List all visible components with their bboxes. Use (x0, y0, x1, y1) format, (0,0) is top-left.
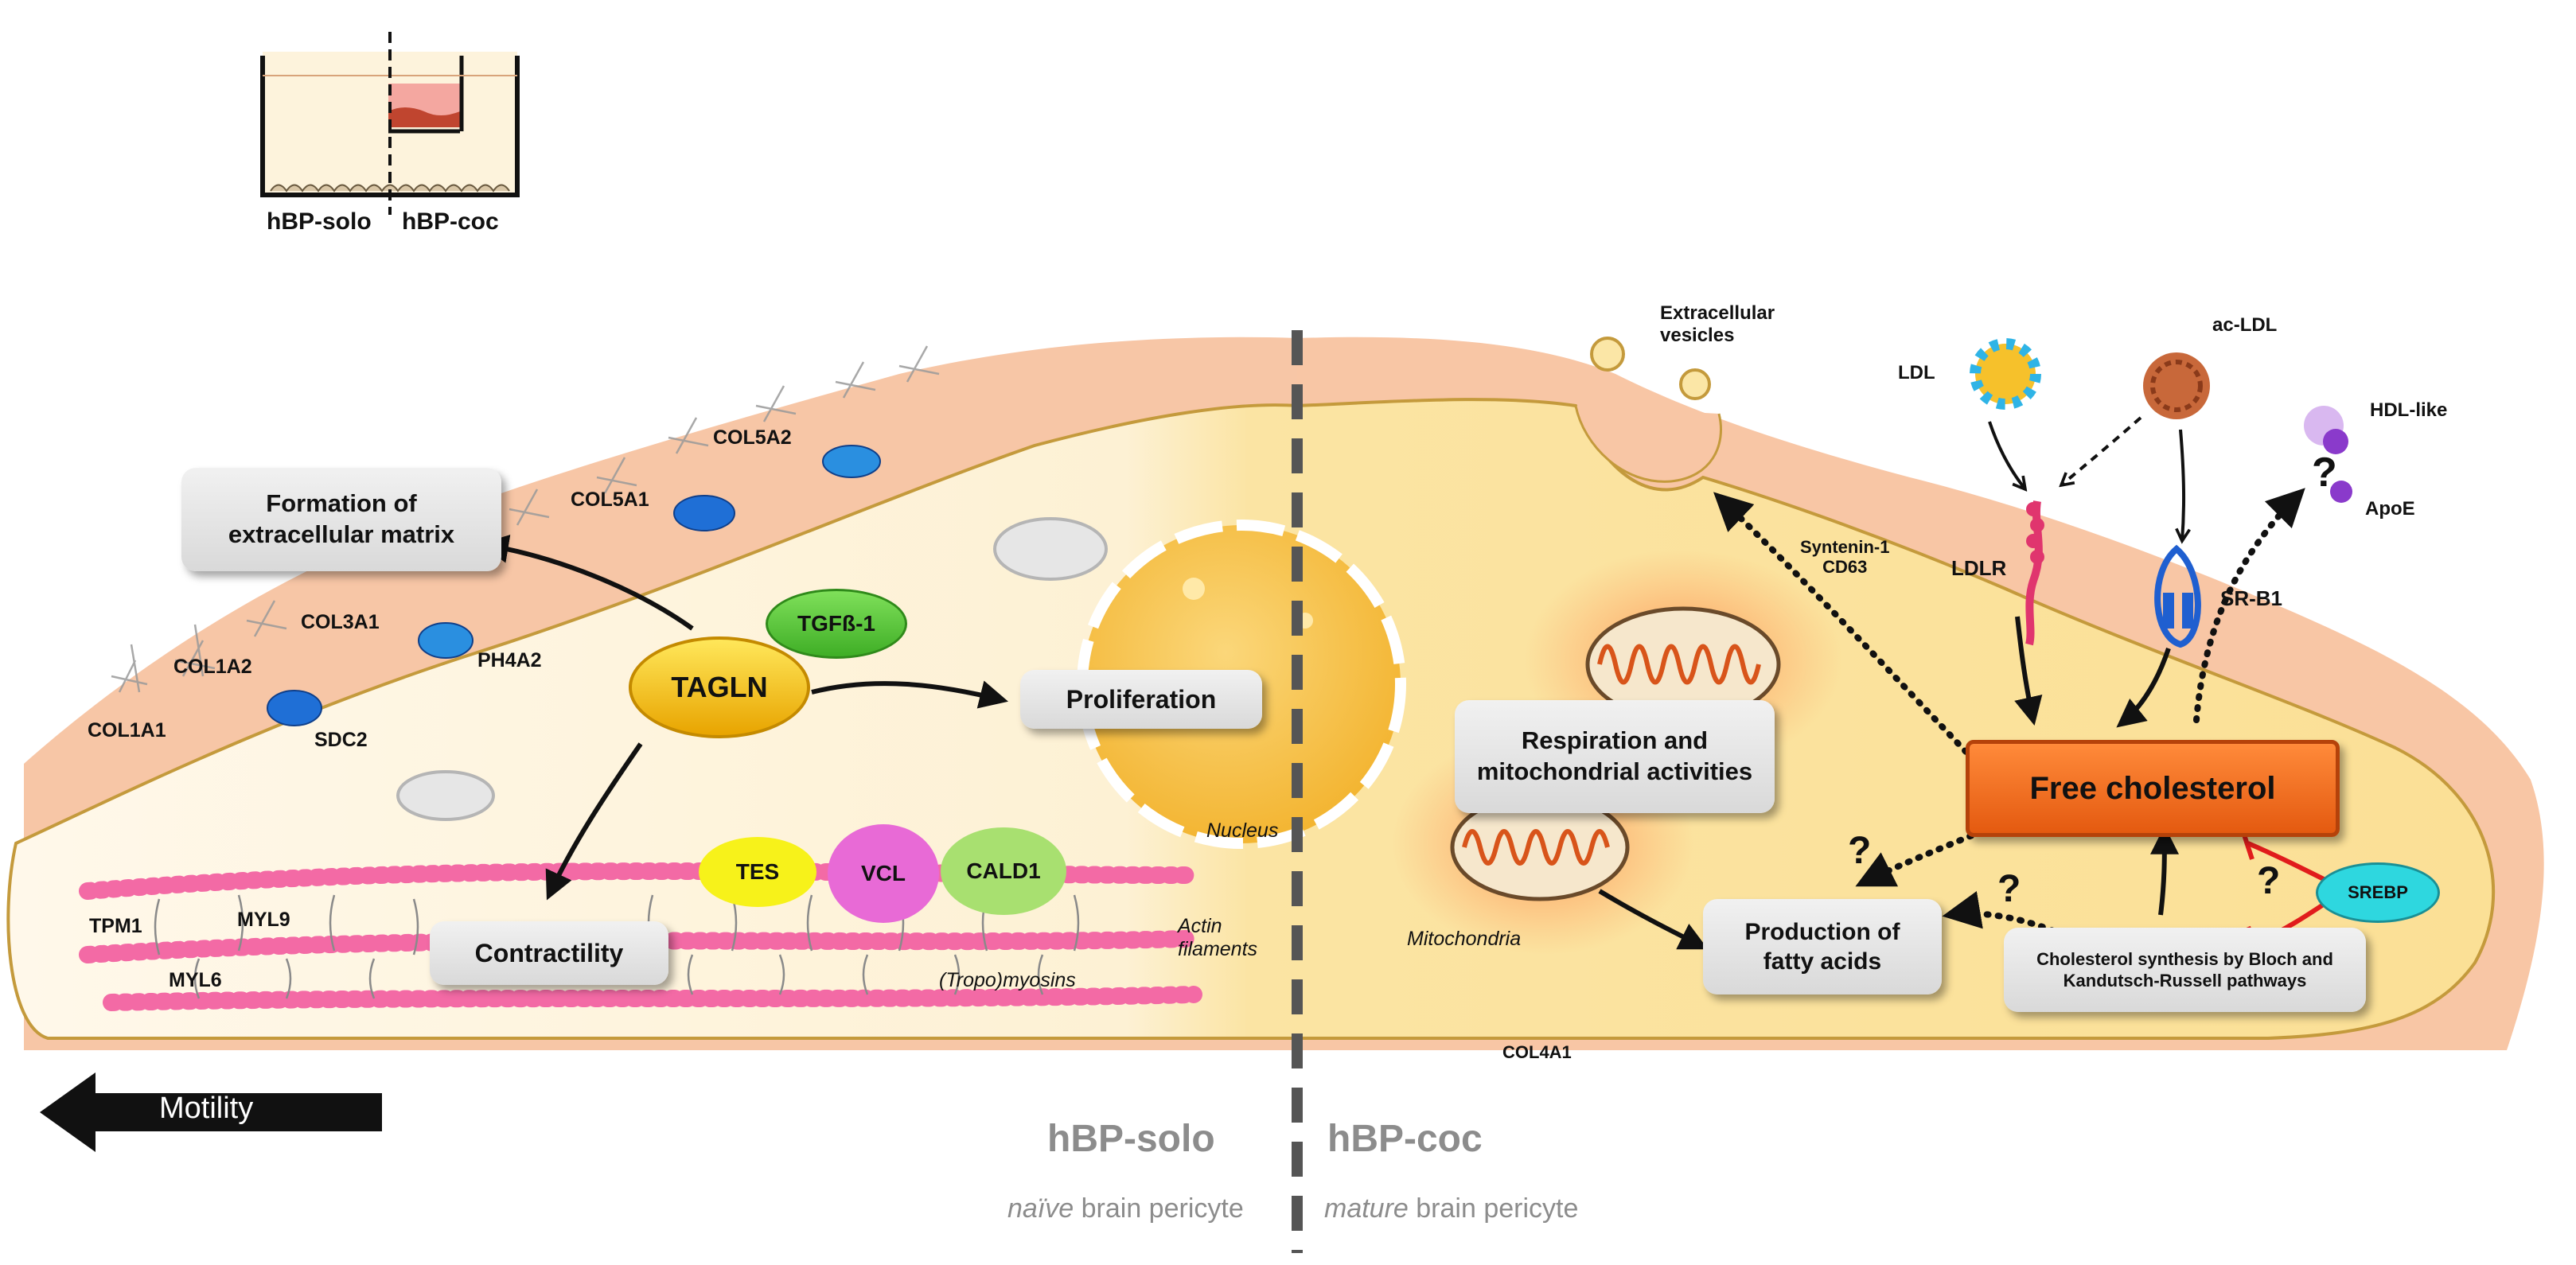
fatty-question-1: ? (1848, 830, 1872, 872)
cholesterol-synthesis-box: Cholesterol synthesis by Bloch and Kandu… (2004, 928, 2366, 1012)
gene-sdc2: SDC2 (314, 729, 368, 751)
tropomyosins-label: (Tropo)myosins (939, 969, 1076, 991)
arrow-to-ecm (479, 534, 694, 631)
arrow-mito-to-fatty (1598, 889, 1709, 950)
fatty-acids-box: Production of fatty acids (1703, 899, 1942, 994)
nucleus-label: Nucleus (1206, 819, 1279, 842)
respiration-box: Respiration and mitochondrial activities (1455, 700, 1775, 813)
contractility-box: Contractility (430, 921, 668, 985)
arrow-srb1-to-chol (2116, 648, 2171, 728)
dotted-synth-to-fatty (1942, 891, 2056, 934)
proliferation-box: Proliferation (1020, 670, 1262, 729)
tes-protein: TES (699, 837, 816, 907)
acldl-label: ac-LDL (2212, 314, 2278, 336)
apoe-label: ApoE (2365, 498, 2415, 520)
gene-col1a1: COL1A1 (88, 719, 166, 741)
apoe-particle (2330, 481, 2352, 503)
srb1-label: SR-B1 (2220, 586, 2283, 610)
title-coc: hBP-coc (1327, 1118, 1483, 1160)
gene-myl6: MYL6 (169, 969, 222, 991)
gene-myl9: MYL9 (237, 909, 290, 931)
mitochondrion-lower (1450, 793, 1630, 901)
ldlr-label: LDLR (1951, 556, 2007, 580)
syntenin-label: Syntenin-1 CD63 (1800, 537, 1890, 578)
mitochondria-label: Mitochondria (1407, 928, 1522, 950)
ph4a2-receptor (418, 622, 474, 659)
arrow-to-proliferation (811, 680, 1008, 709)
sdc2-receptor (267, 690, 322, 726)
subtitle-solo: naïve brain pericyte (1007, 1193, 1244, 1224)
tagln-node: TAGLN (629, 636, 810, 738)
extracellular-vesicles (1590, 337, 1711, 400)
ev-label: Extracellular vesicles (1660, 302, 1775, 346)
ecm-formation-box: Formation of extracellular matrix (181, 468, 501, 571)
actin-label: Actin filaments (1178, 915, 1258, 960)
tgfb-node: TGFß-1 (766, 589, 907, 659)
fatty-question-2: ? (1997, 868, 2021, 910)
subtitle-coc-rest: brain pericyte (1408, 1193, 1579, 1224)
subtitle-solo-em: naïve (1007, 1193, 1074, 1224)
arrow-acldl-to-srb1 (2180, 429, 2184, 541)
ldl-label: LDL (1898, 362, 1935, 383)
arrow-ldlr-to-chol (2014, 616, 2043, 726)
subtitle-coc-em: mature (1324, 1193, 1409, 1224)
ldl-particle (1970, 338, 2041, 410)
dotted-chol-to-hdl (2193, 488, 2305, 723)
motility-label: Motility (159, 1092, 254, 1125)
subtitle-coc: mature brain pericyte (1324, 1193, 1578, 1224)
hdl-like-particle (2304, 406, 2348, 454)
acldl-particle (2143, 352, 2210, 419)
gray-mitochondria (396, 517, 1108, 821)
gene-ph4a2: PH4A2 (477, 649, 542, 671)
title-solo: hBP-solo (1047, 1118, 1215, 1160)
vesicle-bulge (1574, 405, 1722, 483)
transwell-inset (260, 32, 520, 215)
dotted-chol-to-vesicles (1713, 492, 1977, 763)
inset-label-solo: hBP-solo (267, 208, 372, 235)
arrow-to-contractility (545, 742, 643, 901)
gene-col5a1: COL5A1 (571, 488, 649, 511)
srebp-question: ? (2257, 860, 2281, 902)
cald1-protein: CALD1 (941, 827, 1066, 915)
arrow-acldl-to-ldlr-dashed (2061, 416, 2142, 485)
col5a2-receptor (822, 445, 881, 478)
dotted-chol-to-fatty (1855, 828, 1985, 887)
arrow-ldl-to-ldlr (1988, 421, 2025, 489)
arrow-synth-to-chol (2149, 825, 2179, 916)
motility-arrow (40, 1072, 382, 1152)
hdl-question: ? (2312, 450, 2337, 496)
gene-col3a1: COL3A1 (301, 611, 380, 633)
inset-label-coc: hBP-coc (402, 208, 499, 235)
free-cholesterol-box: Free cholesterol (1966, 740, 2340, 837)
col4a1-label: COL4A1 (1502, 1042, 1572, 1062)
hdl-label: HDL-like (2370, 399, 2448, 421)
ldlr-receptor (2025, 500, 2044, 646)
gene-tpm1: TPM1 (89, 915, 142, 937)
subtitle-solo-rest: brain pericyte (1074, 1193, 1244, 1224)
gene-col1a2: COL1A2 (173, 656, 252, 678)
gene-col5a2: COL5A2 (713, 426, 792, 449)
srebp-node: SREBP (2316, 862, 2440, 923)
srb1-receptor (2154, 544, 2201, 648)
vcl-protein: VCL (828, 824, 939, 923)
col5a1-receptor (673, 495, 735, 531)
